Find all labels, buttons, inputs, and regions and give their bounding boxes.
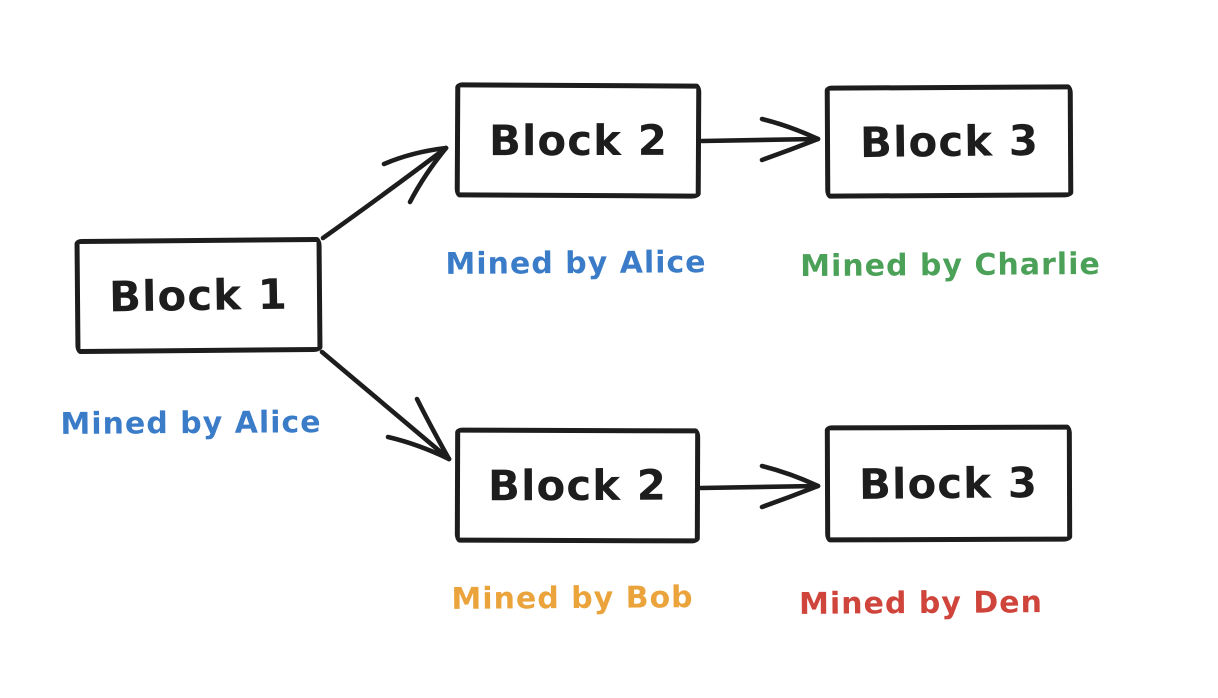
node-block-3-bottom-label: Block 3 [858,458,1039,509]
annotation-mined-by-charlie: Mined by Charlie [800,246,1101,285]
node-block-1: Block 1 [74,236,323,355]
node-block-3-top: Block 3 [824,84,1074,199]
node-block-2-bottom-label: Block 2 [487,460,668,511]
arrow-block1-to-block2-top [320,145,449,241]
node-block-1-label: Block 1 [108,269,289,322]
node-block-2-top: Block 2 [454,82,702,199]
annotation-mined-by-alice-block1: Mined by Alice [60,405,322,442]
annotation-mined-by-den: Mined by Den [798,585,1044,622]
arrow-block1-to-block2-bottom [319,349,452,462]
annotation-mined-by-bob: Mined by Bob [451,580,694,617]
node-block-3-bottom: Block 3 [824,424,1073,543]
node-block-2-top-label: Block 2 [488,115,668,166]
arrow-block2-top-to-block3-top [699,116,821,163]
arrow-block2-bottom-to-block3-bottom [698,463,821,510]
annotation-mined-by-alice-block2-top: Mined by Alice [445,245,707,282]
node-block-3-top-label: Block 3 [859,115,1039,168]
node-block-2-bottom: Block 2 [454,427,701,544]
